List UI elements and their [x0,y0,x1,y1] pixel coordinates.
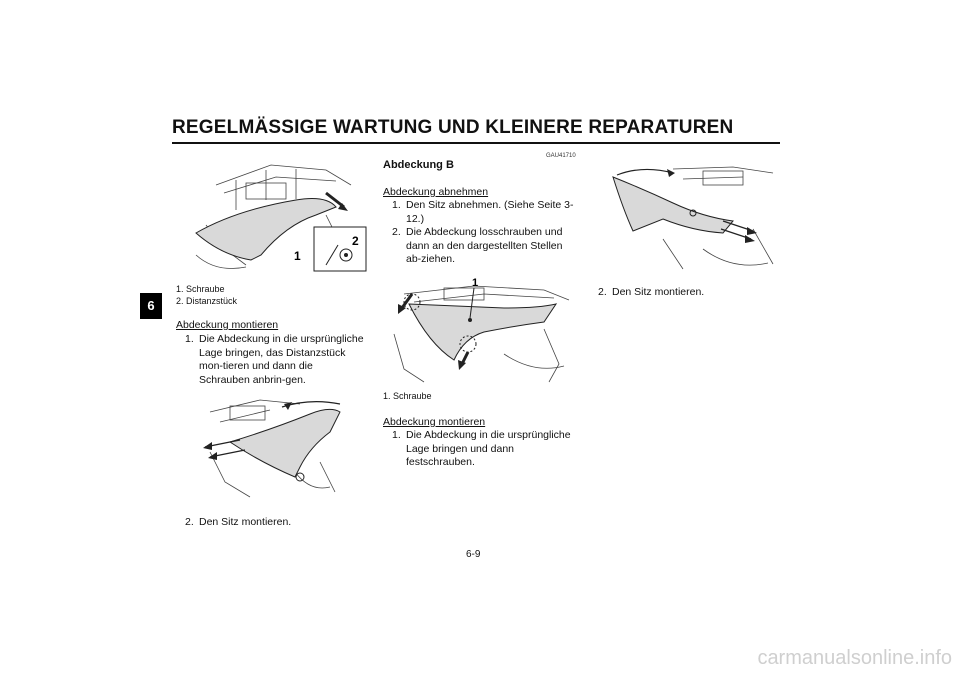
cover-install-illustration [203,399,341,498]
step-text: Die Abdeckung losschrauben und dann an d… [406,226,563,265]
fig3-caption: 1. Schraube [383,391,432,401]
watermark: carmanualsonline.info [757,647,952,669]
step-number: 1. [392,199,401,211]
step-text: Die Abdeckung in die ursprüngliche Lage … [199,333,364,386]
figure-cover-b-install [603,159,783,279]
step-text: Den Sitz montieren. [612,286,705,298]
step-text: Den Sitz abnehmen. (Siehe Seite 3-12.) [406,199,574,225]
step-text: Die Abdeckung in die ursprüngliche Lage … [406,429,571,468]
step-item: 1. Die Abdeckung in die ursprüngliche La… [185,333,365,387]
callout-1: 1 [294,249,301,263]
step-number: 1. [392,429,401,441]
install-steps: 1. Die Abdeckung in die ursprüngliche La… [185,333,365,387]
seat-spacer-illustration: 1 2 [195,164,367,272]
step-number: 2. [392,226,401,238]
title-rule [172,142,780,144]
page-title: REGELMÄSSIGE WARTUNG UND KLEINERE REPARA… [172,117,734,138]
page-number: 6-9 [466,549,481,560]
fig1-captions: 1. Schraube 2. Distanzstück [176,283,237,307]
section-title-install-b: Abdeckung montieren [383,416,486,428]
step-item: 2. Den Sitz montieren. [185,516,365,530]
section-heading: Abdeckung B [383,159,454,171]
remove-steps: 1. Den Sitz abnehmen. (Siehe Seite 3-12.… [392,199,578,267]
cover-b-install-illustration [612,166,774,270]
section-title-install: Abdeckung montieren [176,319,279,331]
install-step2: 2. Den Sitz montieren. [185,516,365,530]
install-b-steps: 1. Die Abdeckung in die ursprüngliche La… [392,429,582,470]
figure-cover-install [200,392,346,502]
caption-item: 2. Distanzstück [176,296,238,306]
col3-step: 2. Den Sitz montieren. [598,286,778,300]
step-text: Den Sitz montieren. [199,516,292,528]
document-code: GAU41710 [546,153,576,159]
step-item: 2. Die Abdeckung losschrauben und dann a… [392,226,578,267]
step-item: 2. Den Sitz montieren. [598,286,778,300]
step-number: 2. [598,286,607,298]
step-number: 2. [185,516,194,528]
caption-item: 1. Schraube [176,284,225,294]
figure-cover-remove: 1 [384,274,574,384]
step-item: 1. Den Sitz abnehmen. (Siehe Seite 3-12.… [392,199,578,226]
callout-2: 2 [352,234,359,248]
step-number: 1. [185,333,194,345]
callout-1: 1 [472,277,478,289]
figure-seat-spacer: 1 2 [176,155,368,280]
cover-remove-illustration: 1 [393,277,570,383]
section-title-remove: Abdeckung abnehmen [383,186,489,198]
chapter-tab: 6 [140,293,162,319]
step-item: 1. Die Abdeckung in die ursprüngliche La… [392,429,582,470]
